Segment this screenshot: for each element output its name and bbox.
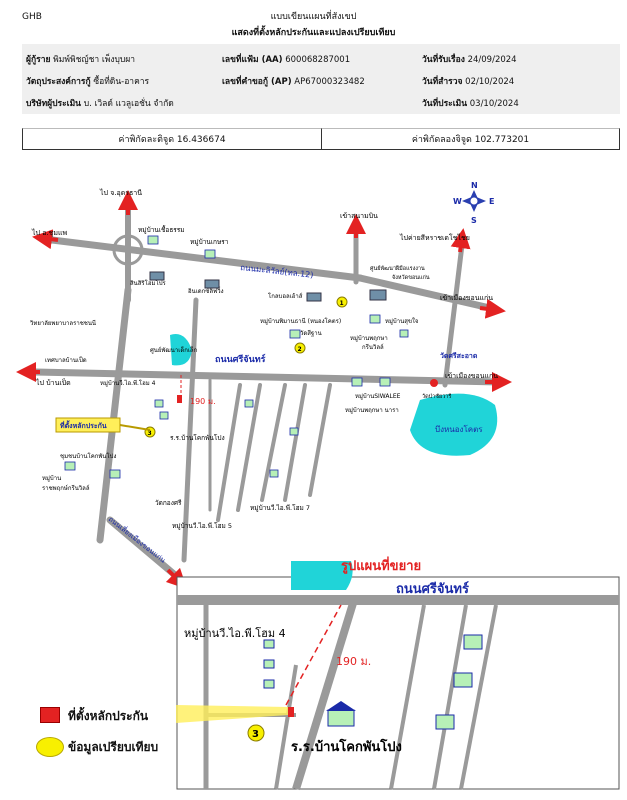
svg-text:หมู่บ้านพฤกษา นารา: หมู่บ้านพฤกษา นารา xyxy=(345,407,399,414)
svg-text:จังหวัดขอนแก่น: จังหวัดขอนแก่น xyxy=(392,274,430,281)
svg-text:ไป จ.อุดรธานี: ไป จ.อุดรธานี xyxy=(99,188,142,197)
svg-text:โกลบอลเฮ้าส์: โกลบอลเฮ้าส์ xyxy=(268,292,303,300)
svg-text:ไป บ้านเป็ด: ไป บ้านเป็ด xyxy=(35,378,71,387)
poi-red-dot xyxy=(430,379,438,387)
svg-text:1: 1 xyxy=(340,300,344,307)
comparison-marker-1 xyxy=(336,296,348,308)
legend-comparison-swatch xyxy=(36,737,64,757)
svg-text:วัดสีฐาน: วัดสีฐาน xyxy=(300,329,322,337)
inset-school-label: ร.ร.บ้านโคกพันโปง xyxy=(291,738,402,755)
bypass-road-label: ถนนเลี่ยงเมืองขอนแก่น xyxy=(107,514,168,564)
appraiser-value: บ. เวิลด์ แวลูเอชั่น จำกัด xyxy=(83,99,174,109)
inset-collateral-marker xyxy=(288,707,294,717)
inset-comparison-marker xyxy=(247,724,265,742)
svg-text:หมู่บ้านวี.ไอ.พี.โฮม 5: หมู่บ้านวี.ไอ.พี.โฮม 5 xyxy=(172,522,232,530)
lake-nong-khot xyxy=(410,393,498,456)
received-label: วันที่รับเรื่อง xyxy=(422,55,465,65)
svg-text:สินสิริโฮมโปร: สินสิริโฮมโปร xyxy=(130,279,167,287)
svg-text:เข้าเมืองขอนแก่น: เข้าเมืองขอนแก่น xyxy=(445,372,498,380)
svg-text:หมู่บ้าน: หมู่บ้าน xyxy=(42,475,61,482)
purpose-value: ซื้อที่ดิน-อาคาร xyxy=(93,77,150,87)
longitude-box: ค่าพิกัดลองจิจูด 102.773201 xyxy=(321,128,620,150)
appraisal-label: วันที่ประเมิน xyxy=(422,99,468,109)
srichan-road-label: ถนนศรีจันทร์ xyxy=(215,353,266,365)
svg-text:วัดกองศรี: วัดกองศรี xyxy=(155,499,182,507)
svg-text:กรีนวิลล์: กรีนวิลล์ xyxy=(362,343,384,351)
svg-text:W: W xyxy=(453,197,462,206)
legend-collateral-swatch xyxy=(40,707,60,723)
legend-collateral-label: ที่ตั้งหลักประกัน xyxy=(68,709,149,723)
file-label: เลขที่แฟ้ม (AA) xyxy=(222,55,283,65)
svg-text:หมู่บ้านวี.ไอ.พี.โฮม 4: หมู่บ้านวี.ไอ.พี.โฮม 4 xyxy=(100,379,156,387)
svg-text:ร.ร.บ้านโคกพันโปง: ร.ร.บ้านโคกพันโปง xyxy=(170,434,225,442)
school-icon xyxy=(327,709,355,727)
arrow-city-icon xyxy=(479,298,506,319)
appraiser-label: บริษัทผู้ประเมิน xyxy=(26,99,81,109)
file-value: 600068287001 xyxy=(285,55,351,65)
svg-text:2: 2 xyxy=(298,346,302,353)
svg-text:ศูนย์พัฒนาฝีมือแรงงาน: ศูนย์พัฒนาฝีมือแรงงาน xyxy=(370,265,425,272)
purpose-label: วัตถุประสงค์การกู้ xyxy=(26,77,91,87)
request-no-label: เลขที่คำขอกู้ (AP) xyxy=(222,77,292,87)
svg-text:ที่ตั้งหลักประกัน: ที่ตั้งหลักประกัน xyxy=(60,419,107,430)
latitude-box: ค่าพิกัดละติจูด 16.436674 xyxy=(22,128,322,150)
svg-text:หมู่บ้านสุขใจ: หมู่บ้านสุขใจ xyxy=(385,317,418,325)
compass-icon: N S W E xyxy=(453,181,494,225)
svg-text:เข้าสนามบิน: เข้าสนามบิน xyxy=(340,212,378,220)
svg-text:เทศบาลบ้านเป็ด: เทศบาลบ้านเป็ด xyxy=(45,355,87,364)
appraisal-value: 03/10/2024 xyxy=(469,99,519,109)
svg-text:วัดป่าชัยวารี: วัดป่าชัยวารี xyxy=(422,393,451,400)
svg-text:หมู่บ้านเชื้อธรรม: หมู่บ้านเชื้อธรรม xyxy=(138,225,185,234)
svg-text:3: 3 xyxy=(148,430,152,437)
svg-text:ไปค่ายสีหราชเดโชไชย: ไปค่ายสีหราชเดโชไชย xyxy=(399,233,470,242)
info-panel: ผู้กู้ราย พิมพ์พิชญ์ชา เพ็งบุบผา วัตถุปร… xyxy=(22,44,620,114)
svg-text:หมู่บ้านพิมานธานี (หนองโคตร): หมู่บ้านพิมานธานี (หนองโคตร) xyxy=(260,317,341,325)
inset-map: 3 รูปแผนที่ขยาย ถนนศรีจันทร์ หมู่บ้านวี.… xyxy=(176,556,620,791)
svg-text:E: E xyxy=(489,197,494,206)
svg-text:หมู่บ้านวี.ไอ.พี.โฮม 7: หมู่บ้านวี.ไอ.พี.โฮม 7 xyxy=(250,504,310,512)
svg-text:3: 3 xyxy=(252,729,259,740)
legend-comparison-label: ข้อมูลเปรียบเทียบ xyxy=(68,740,159,754)
svg-text:ศูนย์พัฒนาเด็กเล็ก: ศูนย์พัฒนาเด็กเล็ก xyxy=(150,345,198,354)
svg-text:ชุมชนบ้านโคกพันโปง: ชุมชนบ้านโคกพันโปง xyxy=(60,452,116,460)
survey-value: 02/10/2024 xyxy=(465,77,515,87)
request-no-value: AP67000323482 xyxy=(294,77,365,87)
svg-text:N: N xyxy=(471,181,478,190)
svg-text:ราชพฤกษ์กรีนวิลล์: ราชพฤกษ์กรีนวิลล์ xyxy=(42,484,90,492)
inset-title: รูปแผนที่ขยาย xyxy=(341,556,421,574)
page-title: แบบเขียนแผนที่สังเขป xyxy=(270,12,357,22)
collateral-marker xyxy=(177,395,182,403)
svg-text:วัดศรีสะอาด: วัดศรีสะอาด xyxy=(440,352,478,360)
svg-text:หมู่บ้านSIWALEE: หมู่บ้านSIWALEE xyxy=(355,393,401,400)
page-subtitle: แสดงที่ตั้งหลักประกันและแปลงเปรียบเทียบ xyxy=(231,28,396,38)
svg-text:วิทยาลัยพยาบาลราชชนนี: วิทยาลัยพยาบาลราชชนนี xyxy=(29,319,96,327)
requester-value: พิมพ์พิชญ์ชา เพ็งบุบผา xyxy=(53,55,136,65)
comparison-marker-2 xyxy=(294,342,306,354)
svg-text:S: S xyxy=(471,216,477,225)
svg-text:ไป อ.ชุมแพ: ไป อ.ชุมแพ xyxy=(31,228,67,237)
inset-distance-label: 190 ม. xyxy=(336,655,371,668)
survey-label: วันที่สำรวจ xyxy=(422,77,463,87)
svg-text:เข้าเมืองขอนแก่น: เข้าเมืองขอนแก่น xyxy=(440,294,493,302)
pond xyxy=(170,334,192,366)
svg-text:หมู่บ้านพฤกษา: หมู่บ้านพฤกษา xyxy=(350,335,388,342)
arrow-chumphae-icon xyxy=(32,229,59,250)
requester-label: ผู้กู้ราย xyxy=(26,55,51,65)
inset-village-label: หมู่บ้านวี.ไอ.พี.โฮม 4 xyxy=(184,626,286,640)
arrow-camp-icon xyxy=(450,228,471,253)
inset-road-label: ถนนศรีจันทร์ xyxy=(396,581,469,597)
svg-text:หมู่บ้านเกษรา: หมู่บ้านเกษรา xyxy=(190,238,229,246)
lake-label: บึงหนองโคตร xyxy=(435,424,483,434)
svg-text:190 ม.: 190 ม. xyxy=(190,397,216,406)
brand-label: GHB xyxy=(22,12,42,22)
location-map: N S W E บึงหนองโคตร xyxy=(16,181,512,590)
svg-text:อินเดกซ์ลิฟวิ่ง: อินเดกซ์ลิฟวิ่ง xyxy=(188,287,224,295)
received-value: 24/09/2024 xyxy=(467,55,517,65)
